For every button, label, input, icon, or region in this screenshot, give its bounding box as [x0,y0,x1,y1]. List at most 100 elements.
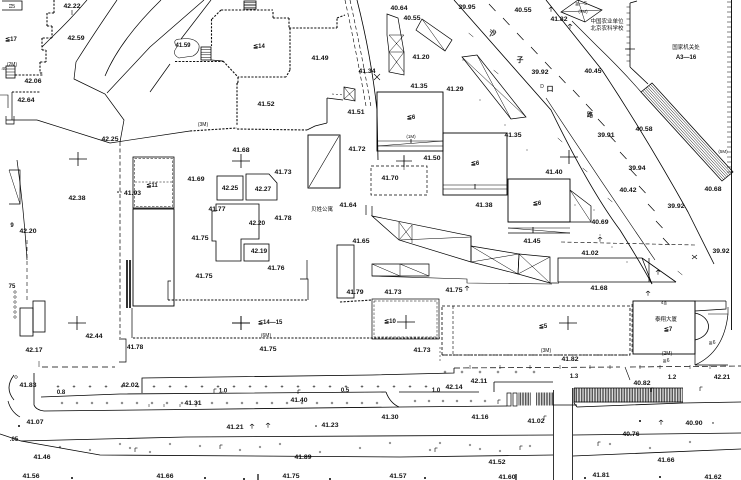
svg-text:41.64: 41.64 [339,202,356,209]
svg-text:41.60: 41.60 [498,474,515,480]
svg-text:≦—5: ≦—5 [575,1,587,7]
svg-text:40.76: 40.76 [622,431,639,438]
svg-text:北京农科学校: 北京农科学校 [590,24,624,32]
svg-text:39.94: 39.94 [628,165,645,172]
svg-text:41.20: 41.20 [412,54,429,61]
svg-text:9: 9 [10,223,14,229]
svg-text:41.69: 41.69 [187,176,204,183]
svg-text:41.51: 41.51 [347,109,364,116]
svg-text:41.52: 41.52 [488,459,505,466]
svg-text:国家机关处: 国家机关处 [672,43,700,51]
svg-text:≦6: ≦6 [471,161,480,167]
svg-text:41.40: 41.40 [290,397,307,404]
svg-text:41.72: 41.72 [348,146,365,153]
svg-text:41.34: 41.34 [358,68,375,75]
svg-text:41.81: 41.81 [592,472,609,479]
svg-text:39.95: 39.95 [458,4,475,11]
svg-text:41.83: 41.83 [19,382,36,389]
svg-text:41.66: 41.66 [156,473,173,480]
svg-text:41.38: 41.38 [475,202,492,209]
svg-text:42.25: 42.25 [222,185,239,192]
svg-text:≦6: ≦6 [663,358,670,364]
svg-text:41.66: 41.66 [657,457,674,464]
svg-text:中国农业单位: 中国农业单位 [590,17,624,25]
svg-text:42.17: 42.17 [25,347,42,354]
svg-text:41.35: 41.35 [504,132,521,139]
svg-text:≦6: ≦6 [407,115,416,121]
svg-text:41.82: 41.82 [550,16,567,23]
svg-text:泰翔大厦: 泰翔大厦 [655,315,678,323]
svg-text:A3—16: A3—16 [676,55,697,61]
svg-text:(7M): (7M) [578,9,588,14]
svg-text:4≦: 4≦ [661,300,668,305]
svg-text:40.55: 40.55 [514,7,531,14]
svg-text:41.30: 41.30 [381,414,398,421]
svg-text:41.57: 41.57 [389,473,406,480]
svg-text:(5M): (5M) [718,149,728,154]
svg-text:40.64: 40.64 [390,5,407,12]
svg-text:41.75: 41.75 [259,346,276,353]
svg-text:42.02: 42.02 [121,382,138,389]
svg-text:≦14—15: ≦14—15 [258,320,283,326]
svg-text:41.68: 41.68 [232,147,249,154]
svg-text:口: 口 [547,85,554,93]
svg-text:41.49: 41.49 [311,55,328,62]
svg-text:沙: 沙 [490,29,497,37]
svg-text:41.75: 41.75 [195,273,212,280]
svg-text:41.23: 41.23 [321,422,338,429]
svg-text:42.20: 42.20 [19,228,36,235]
svg-text:41.79: 41.79 [346,289,363,296]
svg-text:41.65: 41.65 [352,238,369,245]
svg-text:42.59: 42.59 [67,35,84,42]
svg-text:(3M): (3M) [198,122,209,128]
svg-text:41.56: 41.56 [22,473,39,480]
svg-text:42.64: 42.64 [17,97,34,104]
svg-text:41.76: 41.76 [267,265,284,272]
svg-text:41.75: 41.75 [191,235,208,242]
svg-text:41.82: 41.82 [561,356,578,363]
svg-text:贝姓公寓: 贝姓公寓 [311,205,334,213]
svg-text:42.22: 42.22 [63,3,80,10]
svg-text:75: 75 [9,284,16,290]
svg-text:(3M): (3M) [541,348,552,354]
svg-text:40.58: 40.58 [635,126,652,133]
svg-text:42.27: 42.27 [255,186,272,193]
svg-text:40.68: 40.68 [704,186,721,193]
svg-text:≦11: ≦11 [146,183,158,189]
svg-text:41.62: 41.62 [704,474,721,480]
svg-text:子: 子 [517,56,524,64]
svg-text:42.11: 42.11 [471,378,488,385]
svg-text:≦6: ≦6 [533,201,542,207]
svg-text:39.92: 39.92 [667,203,684,210]
svg-text:40.69: 40.69 [591,219,608,226]
svg-text:42.44: 42.44 [85,333,102,340]
svg-text:41.07: 41.07 [26,419,43,426]
svg-text:1.2: 1.2 [668,375,677,381]
svg-text:39.92: 39.92 [712,248,729,255]
svg-text:41.02: 41.02 [527,418,544,425]
svg-text:40.90: 40.90 [685,420,702,427]
svg-text:(6M): (6M) [261,333,272,339]
svg-text:1.3: 1.3 [570,374,579,380]
svg-text:39.92: 39.92 [531,69,548,76]
svg-text:41.35: 41.35 [410,83,427,90]
svg-text:42.21: 42.21 [714,374,731,381]
svg-text:(2M): (2M) [7,62,18,68]
svg-text:.05: .05 [10,437,19,443]
svg-text:≦10: ≦10 [384,319,396,325]
svg-text:42.06: 42.06 [24,78,41,85]
svg-text:42.14: 42.14 [445,384,462,391]
svg-text:41.31: 41.31 [184,400,201,407]
svg-text:⍁5: ⍁5 [9,4,15,10]
svg-text:42.19: 42.19 [251,248,268,255]
svg-text:0.8: 0.8 [57,390,66,396]
svg-text:41.40: 41.40 [545,169,562,176]
svg-text:D: D [540,84,544,90]
svg-text:40: 40 [1,66,7,71]
svg-text:≦5: ≦5 [539,324,548,330]
svg-text:1.0: 1.0 [432,388,441,394]
svg-text:42.20: 42.20 [249,220,266,227]
svg-text:41.75: 41.75 [282,473,299,480]
svg-text:41.77: 41.77 [208,206,225,213]
svg-text:0.5: 0.5 [341,388,350,394]
